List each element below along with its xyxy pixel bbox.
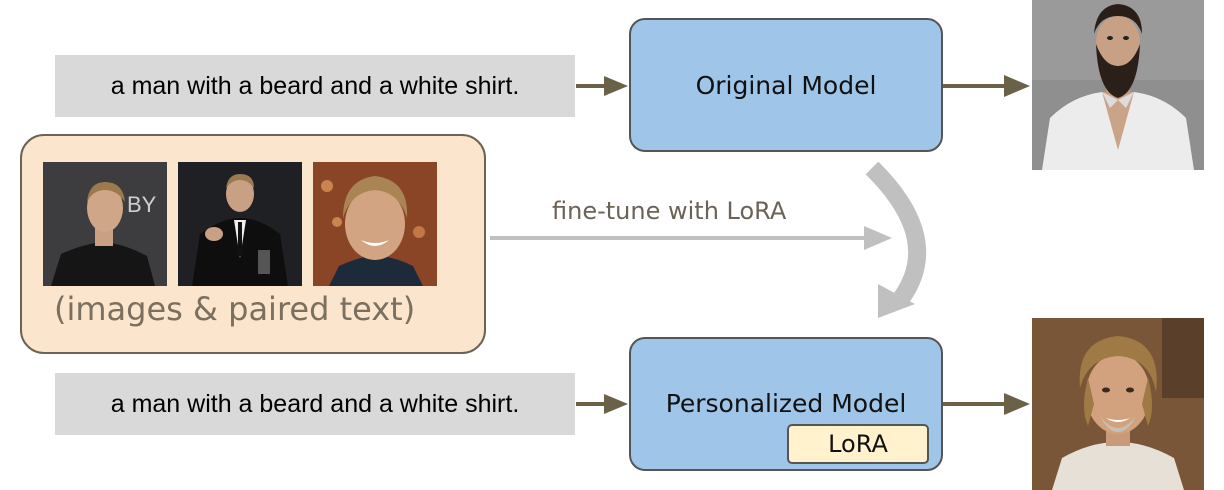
original-model-box: Original Model xyxy=(629,18,943,152)
prompt-to-original-arrow xyxy=(576,76,628,96)
training-photo-2 xyxy=(178,162,302,286)
lora-badge-label: LoRA xyxy=(828,430,888,458)
photo-backdrop-text: BY xyxy=(127,192,157,217)
finetune-arrow xyxy=(490,226,892,250)
training-photo-1: BY xyxy=(43,162,167,286)
finetune-label: fine-tune with LoRA xyxy=(552,197,787,225)
training-photo-3 xyxy=(313,162,437,286)
output-image-personalized xyxy=(1032,318,1204,490)
training-photo-3-illustration xyxy=(313,162,437,286)
prompt-to-personalized-arrow xyxy=(576,394,628,414)
output-image-original xyxy=(1032,0,1204,170)
training-photo-1-illustration: BY xyxy=(43,162,167,286)
lora-badge: LoRA xyxy=(787,424,929,464)
bearded-man-illustration xyxy=(1032,0,1204,170)
bottom-prompt-box: a man with a beard and a white shirt. xyxy=(55,373,575,435)
training-data-caption: (images & paired text) xyxy=(54,290,416,328)
original-to-output-arrow xyxy=(942,75,1030,97)
curved-update-arrow xyxy=(865,161,927,318)
personalized-model-label: Personalized Model xyxy=(665,389,907,418)
training-photo-2-illustration xyxy=(178,162,302,286)
personalized-to-output-arrow xyxy=(942,393,1030,415)
top-prompt-text: a man with a beard and a white shirt. xyxy=(110,71,520,100)
original-model-label: Original Model xyxy=(695,70,877,100)
personalized-man-illustration xyxy=(1032,318,1204,490)
bottom-prompt-text: a man with a beard and a white shirt. xyxy=(110,389,520,418)
top-prompt-box: a man with a beard and a white shirt. xyxy=(55,55,575,117)
